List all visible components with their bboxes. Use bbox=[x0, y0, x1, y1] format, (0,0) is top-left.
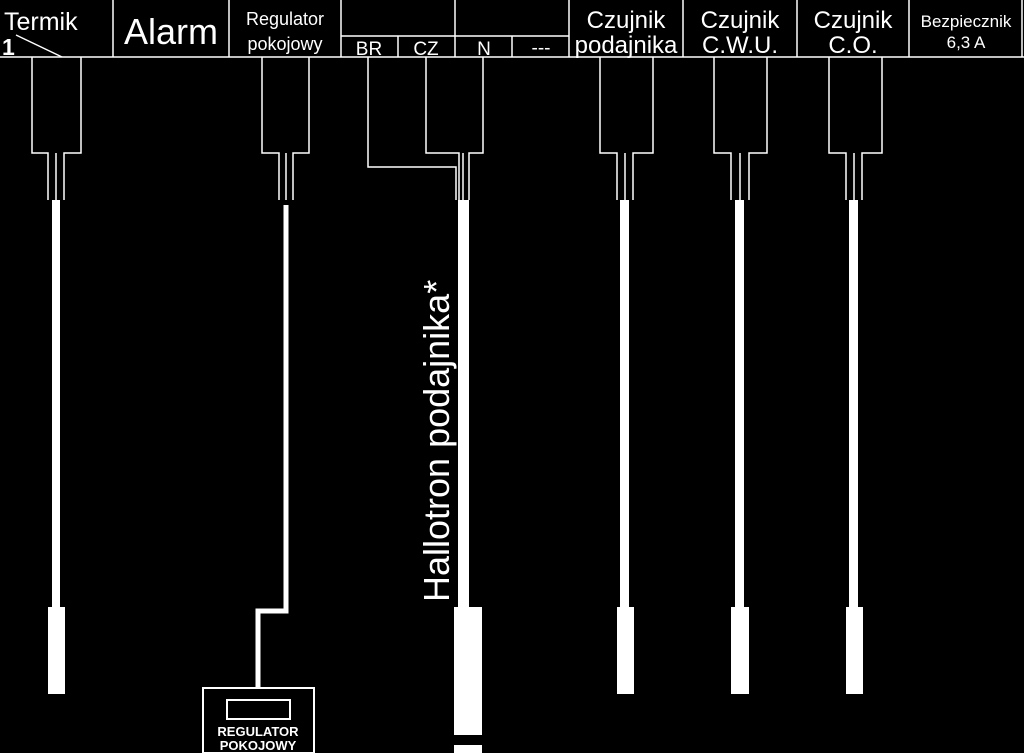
alarm-label: Alarm bbox=[124, 11, 218, 52]
czujnik-cwu-line1: Czujnik bbox=[701, 7, 781, 34]
cwu-cable bbox=[735, 200, 744, 608]
terminal-labels: Termik 1 Alarm Regulator pokojowy BR CZ … bbox=[2, 7, 1012, 60]
termik-probe bbox=[48, 607, 65, 694]
termik-number: 1 bbox=[2, 34, 15, 60]
regulator-label-line1: Regulator bbox=[246, 9, 324, 29]
termik-label: Termik bbox=[4, 8, 78, 36]
czujnik-podajnika-line2: podajnika bbox=[575, 32, 678, 59]
hallotron-label: Hallotron podajnika* bbox=[416, 280, 457, 602]
bezpiecznik-line2: 6,3 A bbox=[947, 33, 986, 52]
bezpiecznik-line1: Bezpiecznik bbox=[921, 12, 1012, 31]
regulator-label-line2: pokojowy bbox=[247, 34, 322, 54]
regulator-box-line1: REGULATOR bbox=[217, 724, 299, 739]
podajnik-cable bbox=[620, 200, 629, 608]
co-probe bbox=[846, 607, 863, 694]
cwu-probe bbox=[731, 607, 749, 694]
pin-unused-label: --- bbox=[532, 38, 551, 59]
podajnik-probe bbox=[617, 607, 634, 694]
regulator-cable bbox=[255, 205, 289, 690]
pin-cz-label: CZ bbox=[413, 39, 439, 60]
terminal-strip bbox=[0, 0, 1024, 58]
connector-plugs bbox=[31, 57, 883, 200]
hallotron-probe-tail bbox=[454, 745, 482, 753]
regulator-pokojowy-device: REGULATOR POKOJOWY bbox=[202, 687, 315, 753]
hallotron-cable bbox=[458, 200, 469, 608]
sensor-cables bbox=[48, 200, 863, 753]
czujnik-co-line1: Czujnik bbox=[814, 7, 894, 34]
co-cable bbox=[849, 200, 858, 608]
pin-br-label: BR bbox=[356, 39, 382, 60]
pin-n-label: N bbox=[477, 39, 491, 60]
hallotron-probe bbox=[454, 607, 482, 735]
czujnik-podajnika-line1: Czujnik bbox=[587, 7, 667, 34]
czujnik-cwu-line2: C.W.U. bbox=[702, 32, 778, 59]
czujnik-co-line2: C.O. bbox=[828, 32, 877, 59]
regulator-box-line2: POKOJOWY bbox=[220, 738, 297, 753]
termik-cable bbox=[52, 200, 60, 608]
